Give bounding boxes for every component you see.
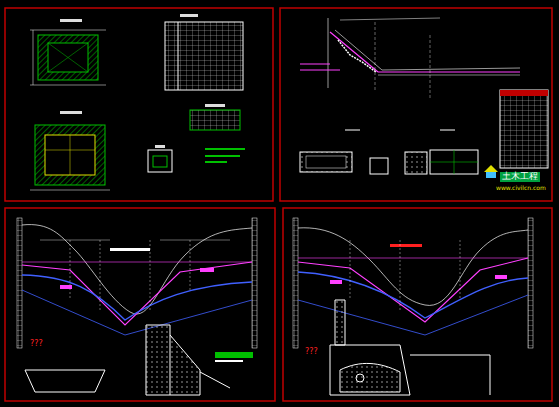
section-details	[300, 90, 548, 174]
drawing-title: ???	[30, 340, 43, 349]
longitudinal-profile	[17, 218, 257, 395]
dam-profile	[300, 18, 520, 130]
longitudinal-profile	[293, 218, 533, 395]
sheet-frame	[5, 8, 552, 401]
box-culvert-section	[30, 19, 172, 190]
watermark-url: www.civilcn.com	[496, 185, 546, 192]
watermark-logo	[484, 165, 498, 178]
watermark-text: 土木工程	[500, 172, 540, 182]
drawing-title: ???	[305, 348, 318, 357]
quantity-table	[165, 14, 245, 163]
